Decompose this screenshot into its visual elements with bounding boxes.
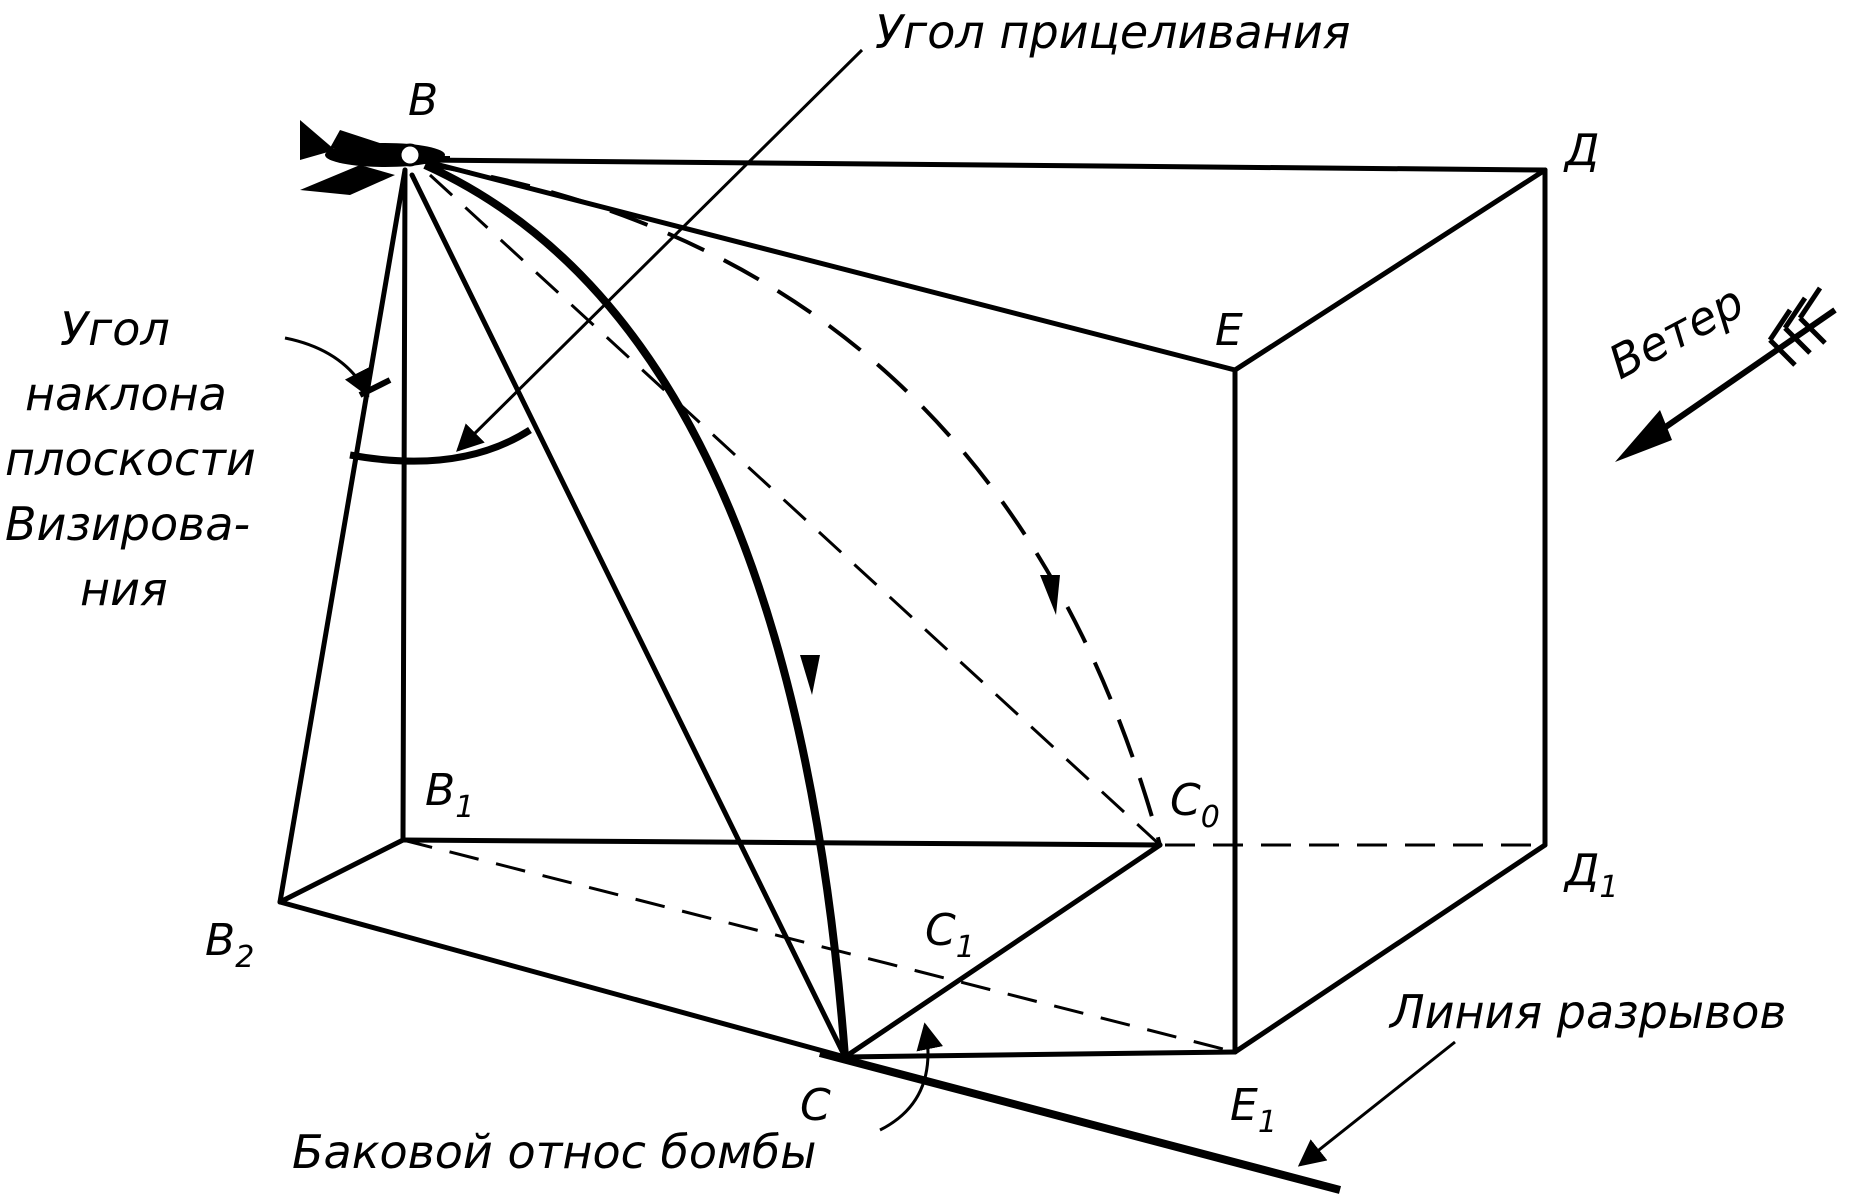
- bomb-trajectory-curve: [423, 161, 849, 1058]
- dashed-B1-E1: [402, 838, 1236, 1054]
- edge-D1-E1: [1232, 842, 1548, 1055]
- wind-arrow-icon: [1615, 286, 1837, 462]
- point-D: Д: [1563, 125, 1599, 176]
- tilt-angle-line-5: ния: [80, 562, 168, 616]
- point-B: В: [408, 75, 438, 126]
- edge-B-B1: [400, 167, 408, 843]
- tilt-angle-line-1: Угол: [60, 302, 170, 356]
- point-C1: С1: [925, 905, 975, 965]
- burst-line: [818, 1040, 1456, 1194]
- aiming-angle-label: Угол прицеливания: [875, 5, 1350, 59]
- line-B-C: [409, 172, 848, 1060]
- point-B1: В1: [425, 765, 474, 825]
- burst-line-pointer: [1297, 1040, 1456, 1167]
- trajectory-arrowhead: [800, 655, 820, 695]
- aiming-angle-arc: [349, 48, 864, 465]
- point-E: Е: [1215, 305, 1243, 356]
- tilt-angle-line-4: Визирова-: [5, 497, 250, 551]
- wind-arrow-feathers: [1767, 286, 1827, 367]
- point-B2: В2: [205, 915, 254, 975]
- airplane-icon: [300, 120, 450, 195]
- point-D1: Д1: [1563, 845, 1618, 905]
- edge-B2-B1: [277, 837, 406, 905]
- aiming-angle-pointer: [456, 48, 864, 452]
- tilt-angle-line-2: наклона: [25, 367, 227, 421]
- wind-label: Ветер: [1600, 274, 1753, 389]
- line-B1-C0: [400, 837, 1163, 848]
- edge-C-E1: [842, 1049, 1238, 1060]
- box-solid-edges: [277, 157, 1548, 1060]
- no-wind-trajectory: [429, 163, 1162, 846]
- box-dashed-edges: [402, 173, 1545, 1054]
- tilt-angle-indicator: [284, 336, 392, 398]
- burst-line-label: Линия разрывов: [1388, 985, 1786, 1039]
- side-drift-label: Баковой относ бомбы: [292, 1125, 816, 1179]
- edge-B-E: [417, 157, 1238, 373]
- no-wind-arrowhead: [1040, 575, 1060, 615]
- edge-E-D: [1232, 167, 1548, 373]
- dashed-B-C0: [428, 173, 1162, 847]
- edge-B-B2: [277, 167, 408, 905]
- point-C0: С0: [1170, 775, 1220, 835]
- point-E1: Е1: [1230, 1080, 1277, 1140]
- tilt-angle-line-3: плоскости: [5, 432, 256, 486]
- edge-B-D: [417, 157, 1548, 173]
- side-drift-pointer: [879, 1022, 943, 1132]
- edge-C-C0: [842, 842, 1163, 1060]
- point-C: С: [800, 1080, 831, 1131]
- edge-B2-C: [277, 899, 848, 1060]
